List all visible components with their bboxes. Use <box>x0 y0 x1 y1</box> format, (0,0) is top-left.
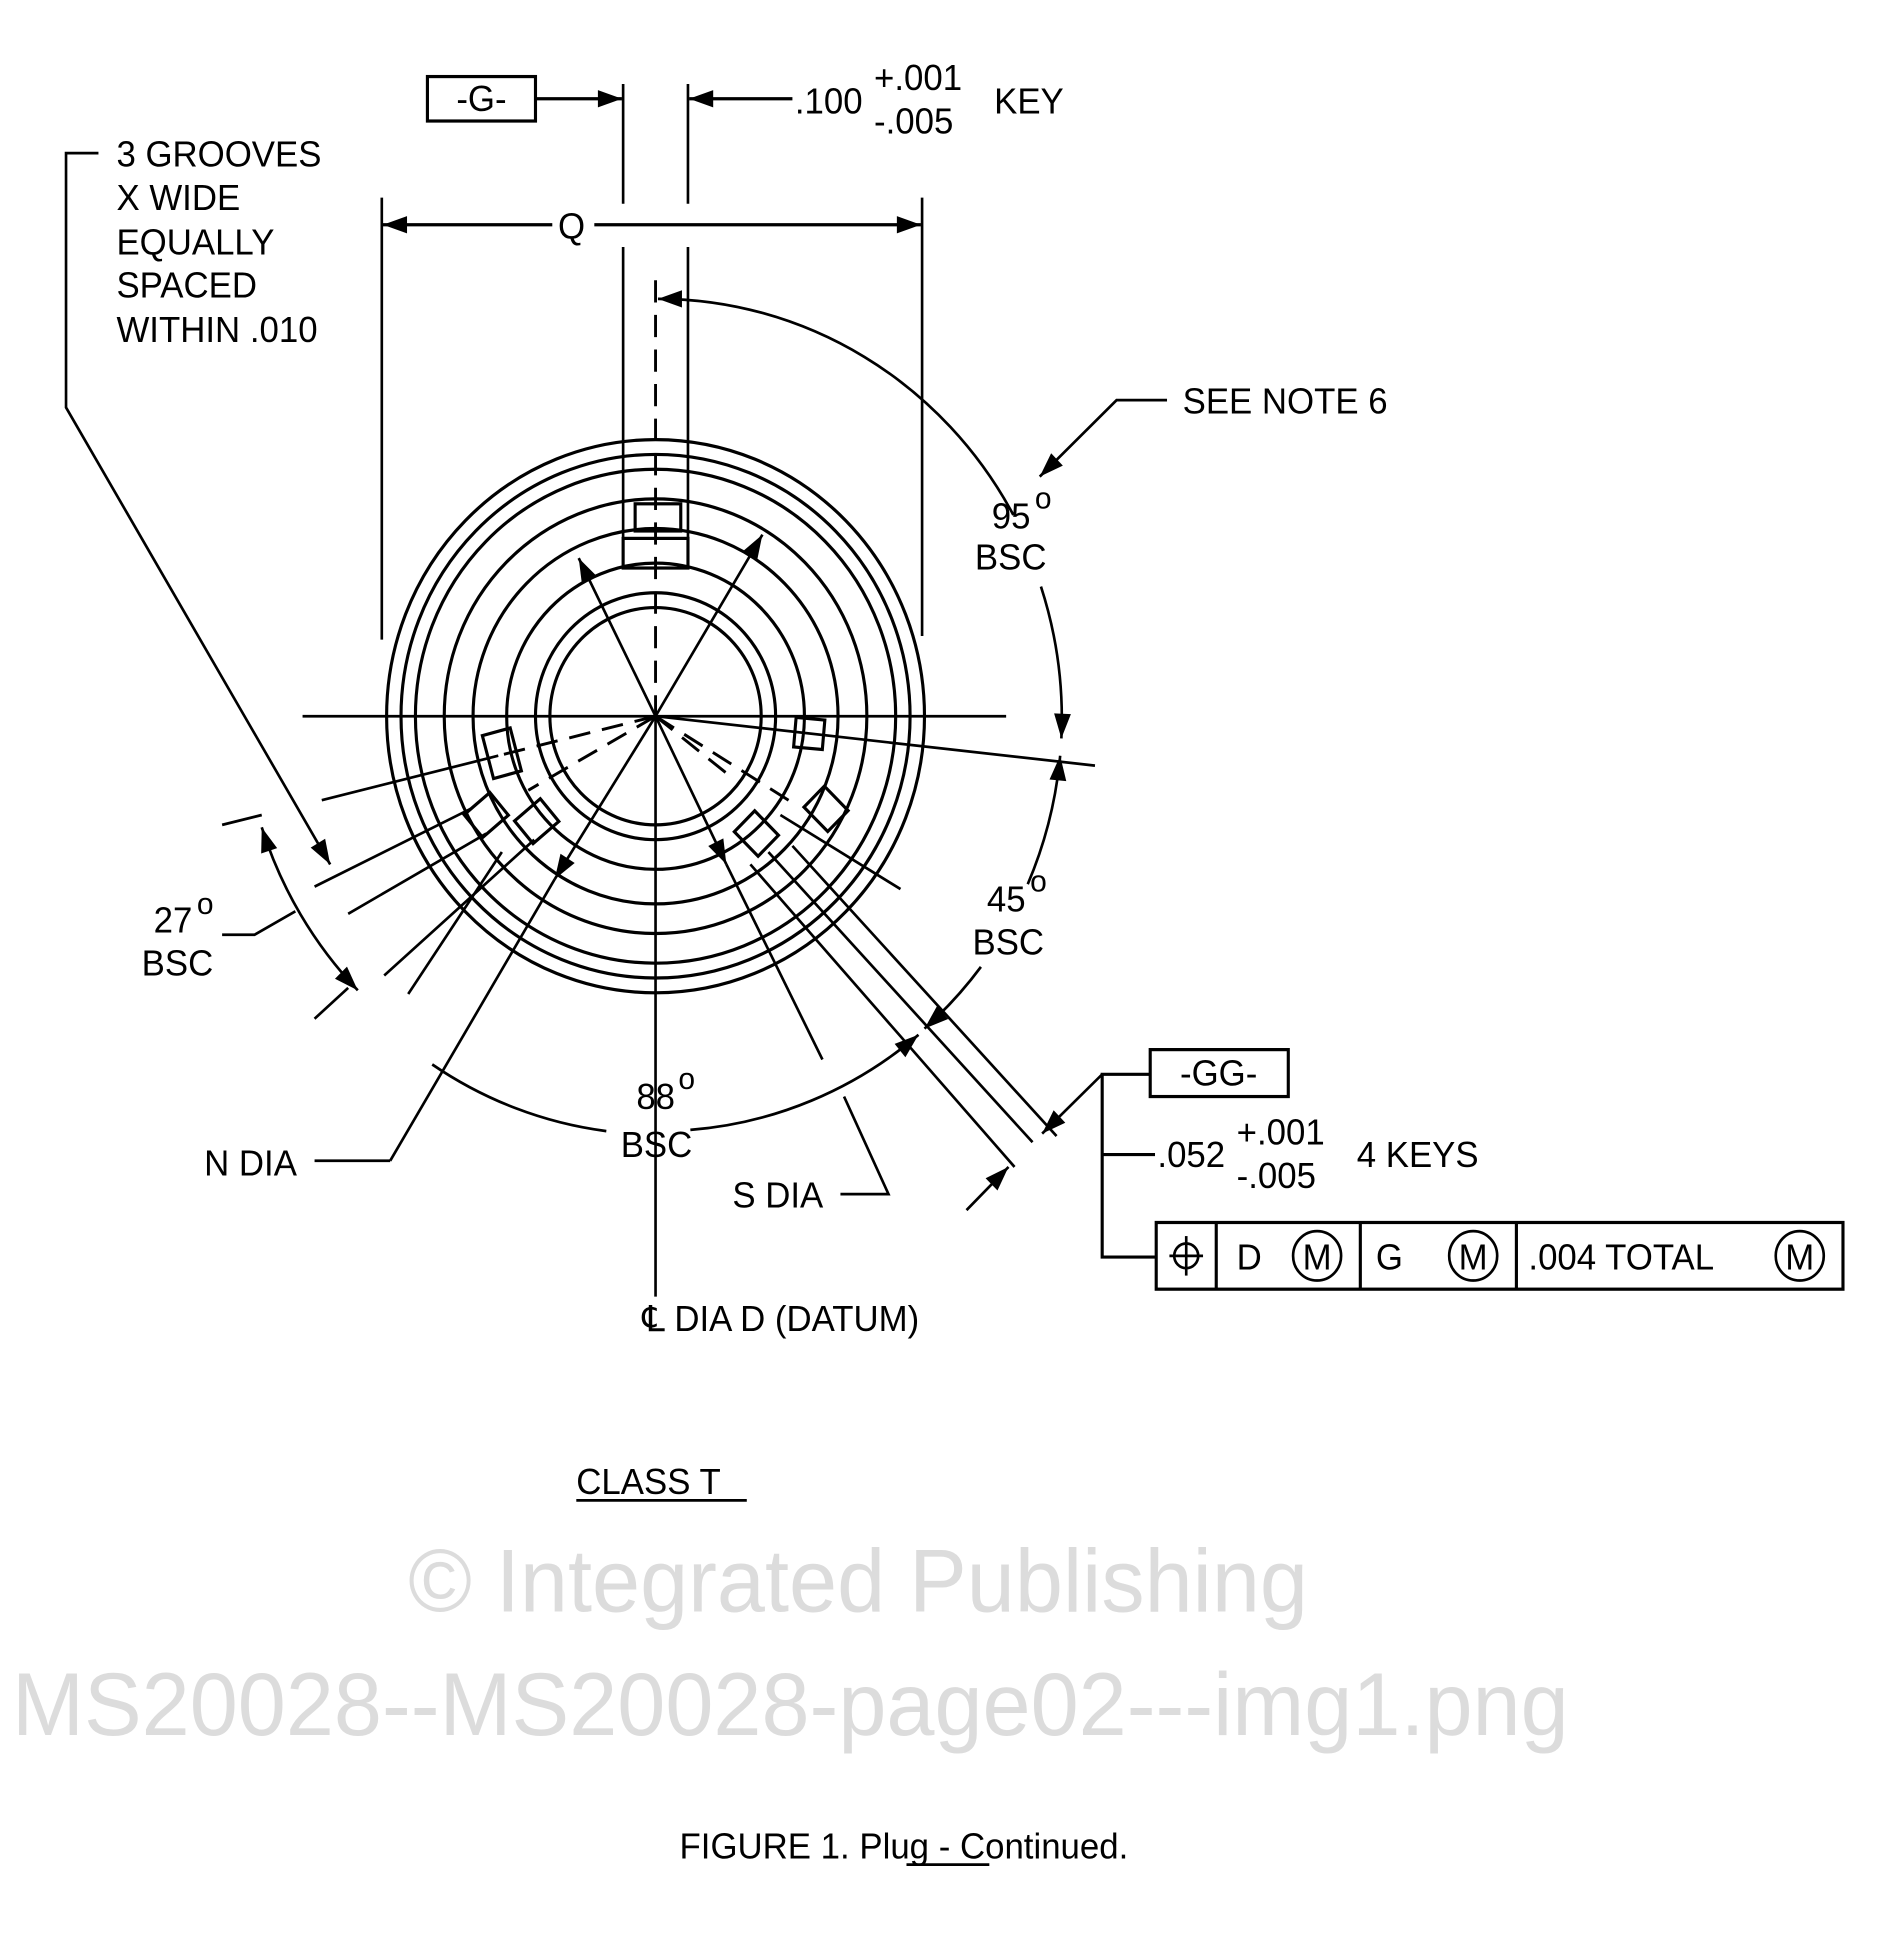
s-dia-label: S DIA <box>732 1176 823 1216</box>
angle-27-value: 27 <box>154 901 193 941</box>
angle-45-value: 45 <box>987 880 1026 920</box>
fcf-mod-2: M <box>1459 1238 1488 1278</box>
keys-dim-plus: +.001 <box>1237 1113 1325 1153</box>
angle-95-value: 95 <box>992 497 1031 537</box>
mmc-circle-icon <box>1291 1229 1343 1282</box>
key-dim-suffix: KEY <box>994 82 1064 122</box>
angle-dimension-arcs <box>260 290 1071 1133</box>
datum-g-label: -G- <box>456 80 506 120</box>
see-note-6: SEE NOTE 6 <box>1183 382 1388 422</box>
angle-88-bsc: BSC <box>621 1126 693 1166</box>
keys-dim-value: .052 <box>1157 1135 1225 1175</box>
grooves-leader <box>64 151 332 866</box>
fcf-mod-1: M <box>1303 1238 1332 1278</box>
angle-88-degree: o <box>678 1062 695 1096</box>
s-dia-leader <box>840 1095 891 1196</box>
grooves-note-line: WITHIN .010 <box>116 311 317 351</box>
fcf-tolerance: .004 TOTAL <box>1528 1238 1714 1278</box>
n-dia-label: N DIA <box>204 1144 297 1184</box>
key-extension-lines <box>380 83 924 640</box>
fcf-datum-d: D <box>1237 1238 1262 1278</box>
datum-gg-leader <box>1100 1072 1157 1259</box>
feature-control-frame: D M G M .004 TOTAL M <box>1154 1220 1845 1291</box>
grooves-note: 3 GROOVES X WIDE EQUALLY SPACED WITHIN .… <box>116 135 321 350</box>
q-dim-label: Q <box>558 207 585 247</box>
see-note-leader <box>1038 398 1168 478</box>
key-dim-minus: -.005 <box>874 102 953 142</box>
caption-prefix: FIGURE 1. <box>680 1827 860 1867</box>
angle-27-degree: o <box>197 886 214 920</box>
class-label: CLASS T <box>576 1463 720 1503</box>
key-dim-value: .100 <box>795 82 863 122</box>
grooves-note-line: X WIDE <box>116 178 240 218</box>
grooves-note-line: 3 GROOVES <box>116 135 321 175</box>
key-dim-plus: +.001 <box>874 59 962 99</box>
angle-88-value: 88 <box>636 1077 675 1117</box>
angle-95-bsc: BSC <box>975 538 1047 578</box>
keys-dim-suffix: 4 KEYS <box>1357 1135 1479 1175</box>
mmc-circle-icon <box>1447 1229 1499 1282</box>
fcf-datum-g: G <box>1376 1238 1403 1278</box>
position-symbol-icon <box>1169 1236 1204 1276</box>
angle-27-leader <box>222 910 297 937</box>
grooves-note-line: SPACED <box>116 266 257 306</box>
angle-27-bsc: BSC <box>142 944 214 984</box>
mmc-circle-icon <box>1774 1229 1826 1282</box>
datum-d-label: ℄ DIA D (DATUM) <box>641 1300 919 1340</box>
angle-45-bsc: BSC <box>973 923 1045 963</box>
caption-underlined: Plug <box>859 1827 929 1867</box>
keys-dim-minus: -.005 <box>1237 1156 1316 1196</box>
datum-gg-label: -GG- <box>1180 1054 1257 1094</box>
grooves-note-line: EQUALLY <box>116 223 274 263</box>
figure-caption: FIGURE 1. Plug - Continued. <box>680 1827 1129 1867</box>
fcf-mod-3: M <box>1785 1238 1814 1278</box>
watermark-filename: MS20028--MS20028-page02---img1.png <box>12 1655 1569 1754</box>
angle-95-degree: o <box>1035 481 1052 515</box>
radial-lines <box>221 533 1096 1212</box>
caption-suffix: - Continued. <box>929 1827 1128 1867</box>
angle-45-degree: o <box>1030 864 1047 898</box>
datum-gg-arrow <box>1041 1073 1104 1135</box>
watermark-copyright: © Integrated Publishing <box>408 1531 1308 1630</box>
